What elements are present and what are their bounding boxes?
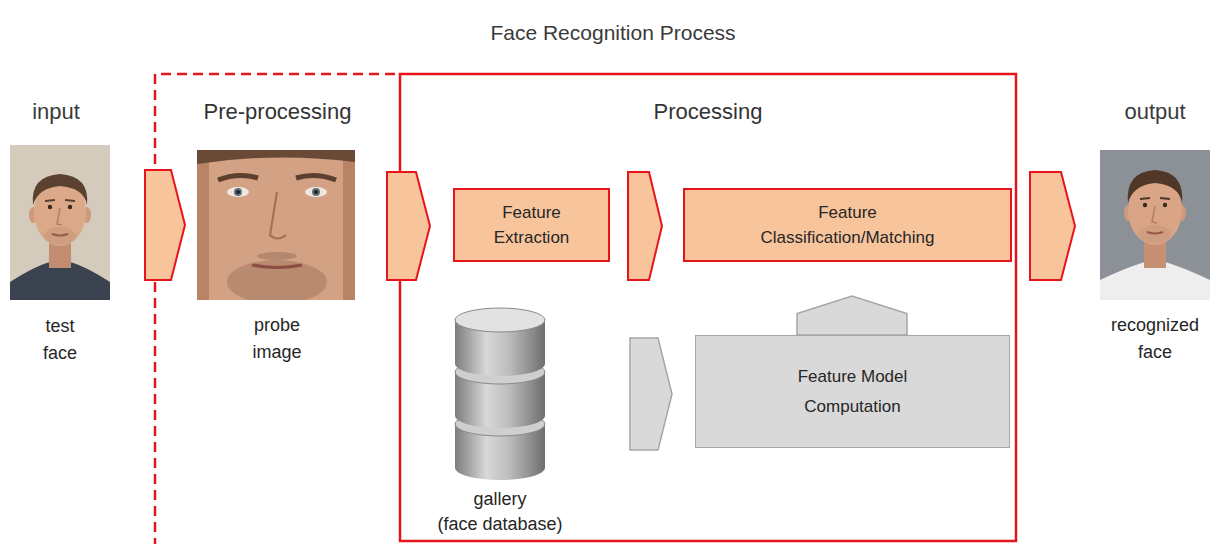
eye	[1143, 203, 1147, 207]
stubble	[1139, 225, 1171, 243]
shade	[197, 150, 209, 300]
hair	[33, 174, 88, 205]
flow-chevron	[1030, 172, 1075, 280]
caption: probe image	[242, 312, 312, 366]
nose	[1152, 206, 1157, 223]
diagram-title: Face Recognition Process	[490, 21, 735, 45]
nose	[270, 192, 286, 239]
eye	[68, 205, 72, 209]
column-heading: input	[32, 99, 80, 125]
eye	[227, 187, 249, 197]
face-photo: probe image	[197, 150, 357, 366]
eye	[305, 187, 327, 197]
disc-bottom	[455, 352, 545, 376]
region-outline	[400, 74, 1016, 541]
disc-top	[455, 308, 545, 332]
eye	[1163, 203, 1167, 207]
shade	[343, 150, 355, 300]
process-box: Feature Extraction	[453, 188, 610, 262]
model-box: Feature Model Computation	[695, 335, 1010, 448]
caption: gallery (face database)	[434, 487, 566, 537]
caption: recognized face	[1100, 312, 1210, 366]
moustache	[257, 252, 297, 260]
iris	[234, 188, 242, 196]
process-box: Feature Classification/Matching	[683, 188, 1012, 262]
database-icon	[455, 308, 545, 480]
box-label: Feature Classification/Matching	[748, 200, 948, 250]
flow-chevron	[630, 338, 672, 450]
disc-bottom	[455, 404, 545, 428]
iris	[312, 188, 320, 196]
recognized-photo-art	[1100, 150, 1210, 300]
stubble	[44, 227, 76, 245]
stage-region: Pre-processing probe image	[155, 74, 400, 544]
pupil	[236, 190, 240, 194]
flow-chevron	[797, 296, 907, 335]
mouth	[52, 234, 68, 236]
region-title: Pre-processing	[204, 99, 352, 125]
photo-ground	[10, 145, 110, 300]
stubble	[227, 260, 327, 300]
mouth	[1147, 232, 1163, 234]
brows	[45, 200, 75, 201]
photo-ground	[1100, 150, 1210, 300]
disc-bottom	[455, 456, 545, 480]
brows	[1140, 198, 1170, 199]
flow-chevron	[628, 172, 662, 280]
mouth	[252, 265, 302, 268]
stage-region: ProcessingFeature Extraction Feature Clas…	[400, 74, 1016, 541]
column-heading: output	[1124, 99, 1185, 125]
flow-chevron	[145, 170, 185, 280]
hair	[1128, 170, 1183, 203]
hair	[197, 150, 355, 164]
face-photo: recognized face	[1098, 150, 1212, 366]
face-photo: test face	[10, 145, 110, 367]
face-photo-art	[10, 145, 110, 300]
flow-chevron	[387, 172, 430, 280]
pupil	[314, 190, 318, 194]
region-title: Processing	[654, 99, 763, 125]
eye	[48, 205, 52, 209]
box-label: Feature Extraction	[482, 200, 582, 250]
database-picture: gallery (face database)	[430, 305, 570, 537]
brows	[218, 175, 336, 180]
region-outline	[155, 74, 400, 544]
nose	[57, 208, 62, 225]
box-label: Feature Model Computation	[793, 362, 913, 422]
caption: test face	[35, 313, 85, 367]
probe-photo-art	[197, 150, 355, 300]
